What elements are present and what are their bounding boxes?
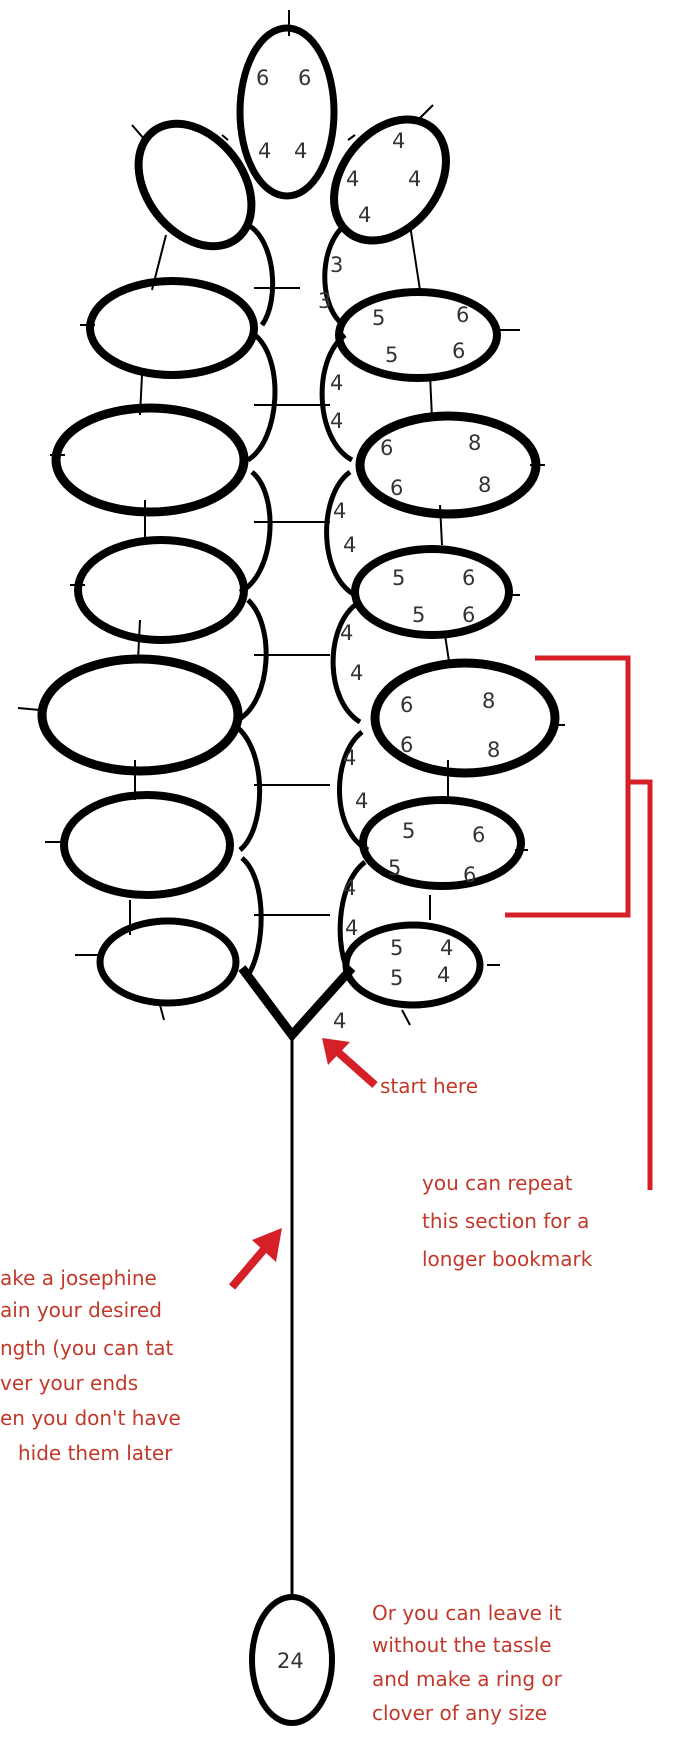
ur-count-4: 4 [358,203,371,227]
start-arrow [322,1038,378,1088]
left-chains [236,222,278,977]
chain-count-3: 4 [330,371,343,395]
ring-right-5 [359,796,525,890]
r2-count-2: 8 [468,431,481,455]
r6-count-4: 4 [437,963,450,987]
r4-count-2: 8 [482,689,495,713]
svg-text:ver your ends: ver your ends [0,1371,138,1395]
r5-count-4: 6 [463,863,476,887]
ring-tassel [249,1594,335,1726]
r1-count-1: 5 [372,306,385,330]
cross-bars [254,287,330,916]
top-count-4: 4 [294,139,307,163]
r1-count-4: 6 [452,339,465,363]
r3-count-1: 5 [392,566,405,590]
ur-count-3: 4 [408,167,421,191]
chain-count-1: 3 [330,253,343,277]
r5-count-1: 5 [402,819,415,843]
r4-count-1: 6 [400,693,413,717]
josephine-arrow [228,1228,282,1290]
r3-count-4: 6 [462,603,475,627]
svg-text:clover of any size: clover of any size [372,1701,547,1725]
svg-text:hide them later: hide them later [18,1441,173,1465]
ring-right-3 [351,545,513,639]
r4-count-4: 8 [487,738,500,762]
r3-count-3: 5 [412,603,425,627]
chain-count-5: 4 [333,499,346,523]
r6-count-3: 5 [390,966,403,990]
r6-count-2: 4 [440,936,453,960]
svg-text:you can repeat: you can repeat [422,1171,573,1195]
ring-right-2 [355,411,541,519]
ring-left-3 [74,536,248,644]
chain-count-9: 4 [343,746,356,770]
ring-right-1 [335,288,501,382]
ur-count-2: 4 [346,167,359,191]
r5-count-2: 6 [472,823,485,847]
svg-text:longer bookmark: longer bookmark [422,1247,593,1271]
ring-option-note: Or you can leave it without the tassle a… [372,1601,563,1725]
right-chains [319,223,370,977]
r5-count-3: 5 [388,856,401,880]
chain-count-11: 4 [343,876,356,900]
r2-count-3: 6 [390,476,403,500]
ring-left-5 [60,791,234,899]
chain-count-6: 4 [343,533,356,557]
ring-count-labels: 6 6 4 4 4 4 4 4 5 6 5 6 6 8 6 8 5 6 5 6 … [256,66,500,1673]
chain-count-labels: 3 3 4 4 4 4 4 4 4 4 4 4 4 [318,253,368,1033]
svg-text:this section for a: this section for a [422,1209,589,1233]
top-count-1: 6 [256,66,269,90]
svg-text:ngth (you can tat: ngth (you can tat [0,1336,174,1360]
ring-left-4 [37,654,243,776]
r4-count-3: 6 [400,733,413,757]
top-count-3: 4 [258,139,271,163]
svg-text:and make a ring or: and make a ring or [372,1667,563,1691]
r2-count-4: 8 [478,473,491,497]
top-count-2: 6 [298,66,311,90]
repeat-note: you can repeat this section for a longer… [422,1171,593,1271]
chain-count-13: 4 [333,1009,346,1033]
svg-text:ake a josephine: ake a josephine [0,1266,157,1290]
ring-left-6 [96,917,240,1007]
r2-count-1: 6 [380,436,393,460]
ring-right-6 [342,921,484,1009]
chain-count-10: 4 [355,789,368,813]
rings [37,24,560,1726]
chain-count-8: 4 [350,661,363,685]
start-v-chain [238,964,356,1043]
r6-count-1: 5 [390,936,403,960]
svg-text:ain your desired: ain your desired [0,1298,162,1322]
ring-left-2 [51,403,249,517]
chain-count-4: 4 [330,409,343,433]
ring-upper-left [134,119,256,251]
chain-count-2: 3 [318,289,331,313]
ur-count-1: 4 [392,129,405,153]
r1-count-3: 5 [385,343,398,367]
repeat-bracket [505,655,653,1190]
ring-right-4 [370,658,560,778]
chain-count-7: 4 [340,621,353,645]
ring-left-1 [86,277,258,379]
josephine-note: ake a josephine ain your desired ngth (y… [0,1266,181,1465]
svg-text:en you don't have: en you don't have [0,1406,181,1430]
ring-upper-right [330,115,450,245]
chain-count-12: 4 [345,916,358,940]
r1-count-2: 6 [456,303,469,327]
svg-text:Or you can leave it: Or you can leave it [372,1601,562,1625]
tassel-ring-count: 24 [277,1649,304,1673]
start-here-label: start here [380,1074,478,1098]
ring-top [236,24,338,200]
r3-count-2: 6 [462,566,475,590]
svg-text:without the tassle: without the tassle [372,1633,552,1657]
